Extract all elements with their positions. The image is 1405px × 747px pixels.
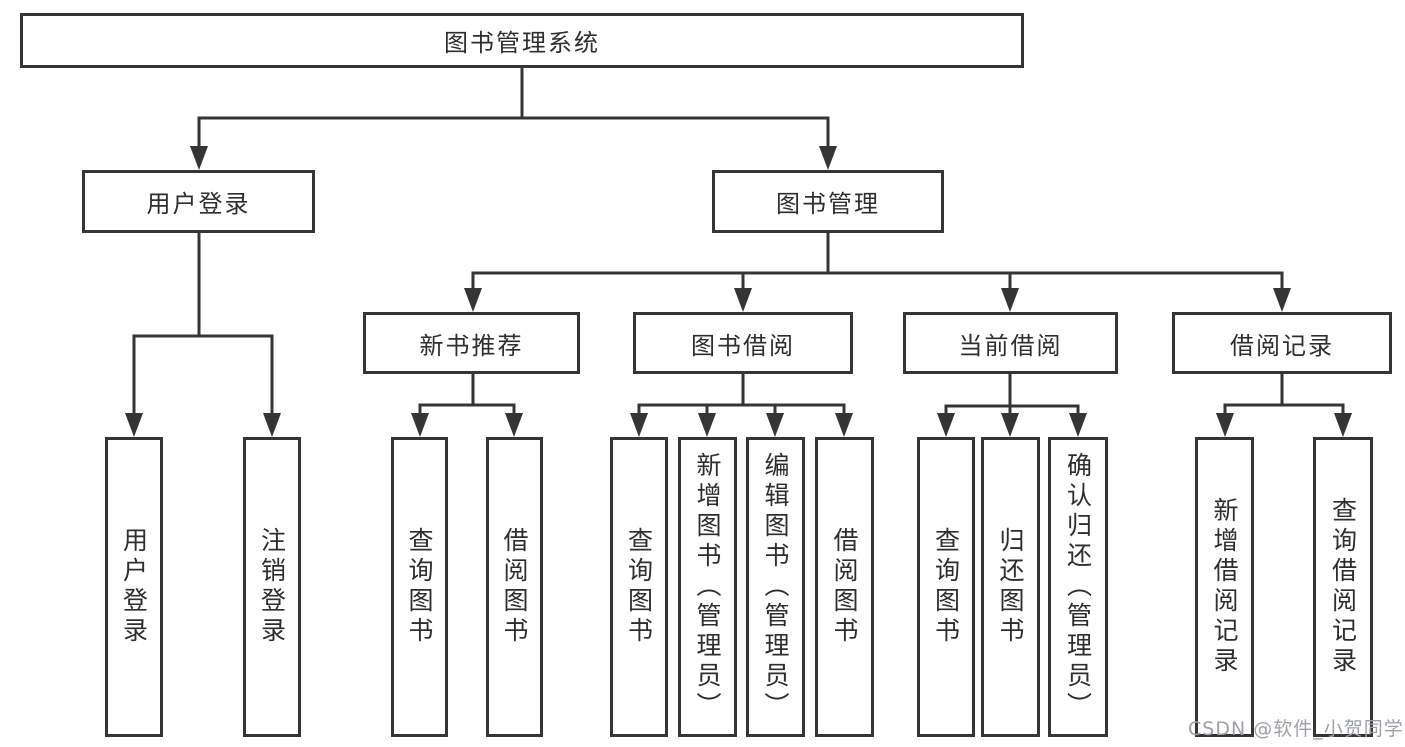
arrow-down-icon (464, 288, 482, 312)
node-return-books-leaf: 归还图书 (981, 437, 1040, 737)
arrow-down-icon (1069, 413, 1087, 437)
node-label: 编辑图书（管理员） (761, 452, 790, 722)
arrow-down-icon (819, 146, 837, 170)
node-label: 注销登录 (257, 527, 287, 647)
arrow-down-icon (125, 413, 143, 437)
node-borrow-record: 借阅记录 (1172, 312, 1392, 374)
arrow-down-icon (1216, 413, 1234, 437)
node-confirm-return-admin-leaf: 确认归还（管理员） (1048, 437, 1108, 737)
node-current-borrow: 当前借阅 (903, 312, 1118, 374)
arrow-down-icon (1001, 288, 1019, 312)
arrow-down-icon (505, 413, 523, 437)
node-borrow-books-leaf-1: 借阅图书 (486, 437, 543, 737)
node-label: 新增借阅记录 (1210, 497, 1239, 677)
node-add-borrow-record-leaf: 新增借阅记录 (1195, 437, 1254, 737)
arrow-down-icon (1334, 413, 1352, 437)
arrow-down-icon (190, 146, 208, 170)
arrow-down-icon (263, 413, 281, 437)
node-label: 查询图书 (931, 527, 961, 647)
arrow-down-icon (411, 413, 429, 437)
arrow-down-icon (1001, 413, 1019, 437)
node-query-books-leaf-2: 查询图书 (610, 437, 668, 737)
connector-current-borrow-children (944, 374, 1080, 419)
node-edit-books-admin-leaf: 编辑图书（管理员） (746, 437, 805, 737)
node-label: 借阅图书 (500, 527, 529, 647)
node-label: 查询图书 (405, 527, 434, 647)
arrow-down-icon (734, 288, 752, 312)
connector-new-book-rec-children (418, 374, 516, 419)
node-label: 借阅图书 (830, 527, 859, 647)
arrowhead-icons (125, 146, 1352, 437)
node-query-books-leaf-1: 查询图书 (391, 437, 448, 737)
node-label: 归还图书 (996, 527, 1025, 647)
arrow-down-icon (698, 413, 716, 437)
node-label: 查询图书 (624, 527, 654, 647)
node-user-login-leaf: 用户登录 (105, 437, 163, 737)
node-user-login: 用户登录 (82, 170, 315, 233)
node-new-book-recommend: 新书推荐 (363, 312, 580, 374)
node-query-books-leaf-3: 查询图书 (917, 437, 975, 737)
node-book-borrow: 图书借阅 (633, 312, 853, 374)
arrow-down-icon (630, 413, 648, 437)
node-label: 确认归还（管理员） (1063, 452, 1093, 722)
arrow-down-icon (766, 413, 784, 437)
node-logout-leaf: 注销登录 (243, 437, 301, 737)
connector-book-mgmt-children (471, 233, 1284, 294)
arrow-down-icon (835, 413, 853, 437)
connector-book-borrow-children (637, 374, 846, 419)
arrow-down-icon (937, 413, 955, 437)
node-label: 用户登录 (119, 527, 149, 647)
node-label: 查询借阅记录 (1328, 497, 1358, 677)
node-borrow-books-leaf-2: 借阅图书 (815, 437, 874, 737)
arrow-down-icon (1273, 288, 1291, 312)
watermark: CSDN @软件_小贺同学 (1188, 718, 1404, 740)
node-book-management: 图书管理 (712, 170, 944, 233)
connector-user-login-children (132, 233, 274, 419)
node-query-borrow-record-leaf: 查询借阅记录 (1313, 437, 1373, 737)
connector-borrow-record-children (1223, 374, 1345, 419)
node-library-management-system: 图书管理系统 (20, 13, 1024, 68)
connector-root-to-level2 (197, 68, 830, 150)
node-label: 新增图书（管理员） (693, 452, 722, 722)
node-add-books-admin-leaf: 新增图书（管理员） (678, 437, 737, 737)
